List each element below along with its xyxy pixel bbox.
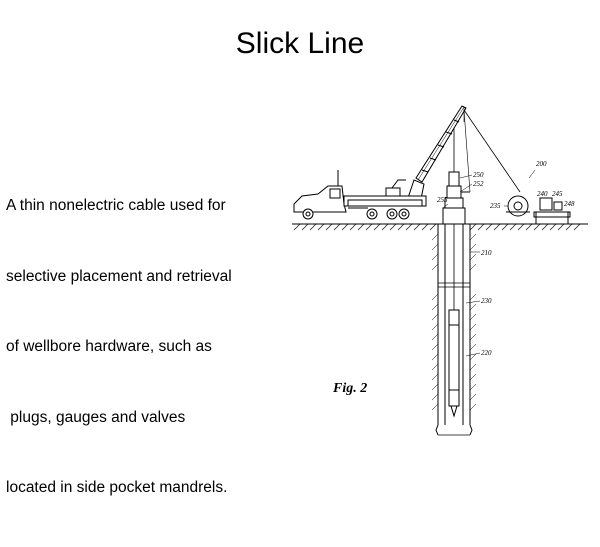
downhole-tool [448, 309, 460, 407]
label-210: 210 [481, 249, 492, 257]
slickline-patent-figure: 200 250 252 255 235 240 245 248 210 230 … [288, 100, 588, 445]
body-line-3: of wellbore hardware, such as [6, 338, 212, 355]
borehole [435, 224, 473, 436]
body-line-5: located in side pocket mandrels. [6, 479, 228, 496]
unit-skid [533, 211, 571, 218]
slickline-diagram: 200 250 252 255 235 240 245 248 210 230 … [292, 105, 588, 436]
figure-caption: Fig. 2 [332, 381, 367, 396]
wellhead-valve [446, 185, 462, 199]
slide-title: Slick Line [235, 27, 365, 60]
guy-line [463, 109, 521, 193]
label-248: 248 [564, 200, 575, 208]
label-235: 235 [490, 202, 501, 210]
label-220: 220 [481, 349, 492, 357]
slide: Slick Line A thin nonelectric cable used… [6, 27, 588, 496]
lubricator-top [448, 171, 460, 187]
unit-245 [553, 201, 563, 211]
label-245: 245 [552, 190, 563, 198]
body-line-4: plugs, gauges and valves [6, 408, 186, 426]
label-200: 200 [536, 160, 547, 168]
label-250: 250 [473, 171, 484, 179]
label-252: 252 [473, 180, 484, 188]
slide-body-text: A thin nonelectric cable used for select… [6, 147, 296, 547]
label-240: 240 [537, 190, 548, 198]
label-230: 230 [481, 297, 492, 305]
body-line-1: A thin nonelectric cable used for [6, 197, 226, 214]
label-255: 255 [437, 196, 448, 204]
borehole-wall-hatching [431, 233, 477, 411]
ground-hatching [293, 223, 581, 231]
cable-reel [507, 195, 529, 217]
truck [293, 170, 427, 220]
body-line-2: selective placement and retrieval [6, 267, 232, 285]
wellhead-base [442, 207, 466, 225]
unit-240 [539, 197, 553, 211]
